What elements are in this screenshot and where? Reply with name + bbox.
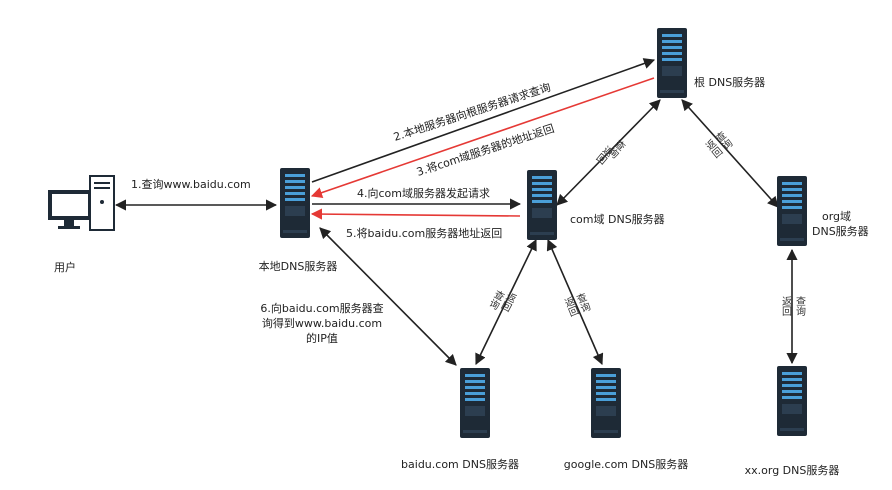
root-dns-label: 根 DNS服务器	[694, 75, 765, 89]
baidu-dns-server-icon	[460, 368, 490, 438]
baidu-dns-label: baidu.com DNS服务器	[401, 458, 519, 471]
step-4-label: 4.向com域服务器发起请求	[357, 186, 490, 200]
root-dns-server-icon	[657, 28, 687, 98]
edge-com-google	[546, 238, 604, 366]
com-dns-server-icon	[527, 170, 557, 240]
org-xx-return-label: 返回	[780, 296, 792, 317]
edge-root-org	[681, 99, 779, 208]
edge-root-com	[556, 99, 661, 206]
edge-root-to-local	[310, 77, 655, 199]
step-6-label-2: 询得到www.baidu.com	[262, 317, 382, 330]
edge-local-baidu	[319, 227, 457, 366]
edge-local-to-root	[311, 58, 656, 183]
org-dns-label-1: org域	[822, 210, 851, 223]
org-xx-query-label: 查询	[794, 295, 806, 317]
user-label: 用户	[54, 260, 76, 274]
step-6-label-3: 的IP值	[306, 331, 338, 345]
user-computer-icon	[48, 175, 115, 231]
step-6-label-1: 6.向baidu.com服务器查	[260, 301, 383, 315]
local-dns-server-icon	[280, 168, 310, 238]
xx-org-dns-label: xx.org DNS服务器	[745, 464, 840, 477]
edge-com-baidu	[475, 238, 537, 366]
google-dns-label: google.com DNS服务器	[564, 458, 688, 471]
step-5-label: 5.将baidu.com服务器地址返回	[346, 226, 502, 240]
google-dns-server-icon	[591, 368, 621, 438]
edge-com-to-local	[310, 208, 521, 220]
org-dns-label-2: DNS服务器	[812, 225, 869, 238]
xx-org-dns-server-icon	[777, 366, 807, 436]
org-dns-server-icon	[777, 176, 807, 246]
step-1-label: 1.查询www.baidu.com	[131, 177, 251, 191]
local-dns-label: 本地DNS服务器	[259, 259, 338, 273]
com-dns-label: com域 DNS服务器	[570, 213, 665, 226]
